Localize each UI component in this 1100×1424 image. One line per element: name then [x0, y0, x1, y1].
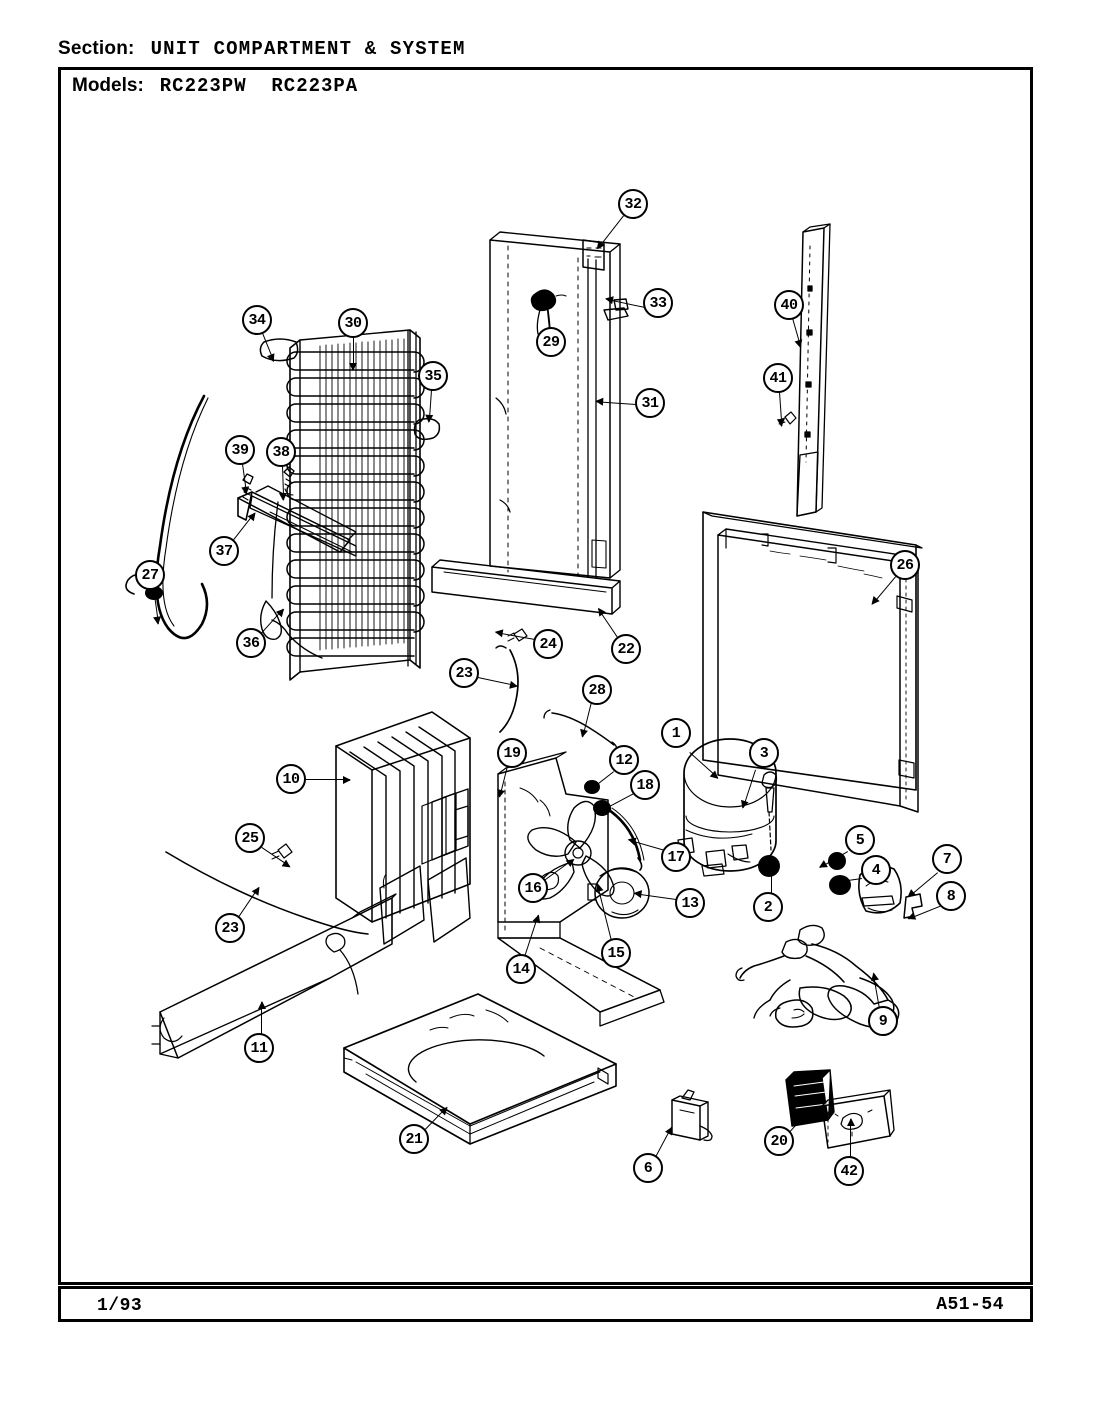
callout-36[interactable]: 36 — [236, 628, 266, 658]
part-terminal-5 — [828, 852, 846, 870]
callout-7[interactable]: 7 — [932, 844, 962, 874]
callout-22[interactable]: 22 — [611, 634, 641, 664]
callout-2[interactable]: 2 — [753, 892, 783, 922]
part-back-panel-26 — [702, 511, 923, 813]
models-label: Models: — [72, 75, 144, 96]
callout-15[interactable]: 15 — [601, 938, 631, 968]
callout-3[interactable]: 3 — [749, 738, 779, 768]
callout-27[interactable]: 27 — [135, 560, 165, 590]
part-lower-rail-11 — [151, 893, 397, 1059]
callout-21[interactable]: 21 — [399, 1124, 429, 1154]
callout-20[interactable]: 20 — [764, 1126, 794, 1156]
callout-14[interactable]: 14 — [506, 954, 536, 984]
callout-40[interactable]: 40 — [774, 290, 804, 320]
part-insulation-20 — [785, 1069, 835, 1127]
callout-11[interactable]: 11 — [244, 1033, 274, 1063]
callout-29[interactable]: 29 — [536, 327, 566, 357]
callout-17[interactable]: 17 — [661, 842, 691, 872]
callout-24[interactable]: 24 — [533, 629, 563, 659]
callout-23[interactable]: 23 — [449, 658, 479, 688]
callout-37[interactable]: 37 — [209, 536, 239, 566]
callout-39[interactable]: 39 — [225, 435, 255, 465]
callout-5[interactable]: 5 — [845, 825, 875, 855]
callout-13[interactable]: 13 — [675, 888, 705, 918]
callout-32[interactable]: 32 — [618, 189, 648, 219]
callout-33[interactable]: 33 — [643, 288, 673, 318]
part-clip-35 — [413, 417, 441, 441]
part-side-panel-31 — [489, 231, 621, 579]
part-condenser-coil-10 — [335, 711, 471, 923]
part-clip-8 — [903, 893, 923, 919]
callout-31[interactable]: 31 — [635, 388, 665, 418]
part-stud-33 — [603, 298, 629, 321]
footer-date-code: 1/93 — [97, 1296, 143, 1316]
part-suction-tube-17 — [604, 806, 645, 871]
part-clip-34 — [259, 338, 299, 362]
callout-10[interactable]: 10 — [276, 764, 306, 794]
callout-9[interactable]: 9 — [868, 1006, 898, 1036]
callout-8[interactable]: 8 — [936, 881, 966, 911]
callout-26[interactable]: 26 — [890, 550, 920, 580]
diagram-frame — [58, 67, 1033, 1285]
section-label: Section: — [58, 38, 135, 59]
section-value: UNIT COMPARTMENT & SYSTEM — [150, 38, 466, 60]
models-value: RC223PW RC223PA — [159, 75, 359, 97]
callout-28[interactable]: 28 — [582, 675, 612, 705]
part-panel-shard — [379, 857, 471, 945]
callout-6[interactable]: 6 — [633, 1153, 663, 1183]
callout-leader — [306, 776, 351, 784]
callout-35[interactable]: 35 — [418, 361, 448, 391]
part-base-rail-22 — [431, 559, 621, 615]
callout-41[interactable]: 41 — [763, 363, 793, 393]
footer-page-code: A51-54 — [936, 1295, 1004, 1315]
callout-25[interactable]: 25 — [235, 823, 265, 853]
models-header: Models: RC223PW RC223PA — [72, 72, 1012, 100]
callout-4[interactable]: 4 — [861, 855, 891, 885]
part-fan-shroud-19 — [497, 751, 609, 939]
part-switch-6 — [671, 1089, 713, 1142]
part-cover-plate-42 — [821, 1089, 895, 1149]
callout-leader — [261, 1002, 262, 1036]
callout-leader — [771, 860, 772, 896]
part-drain-pan-21 — [343, 993, 617, 1145]
callout-42[interactable]: 42 — [834, 1156, 864, 1186]
callout-23[interactable]: 23 — [215, 913, 245, 943]
part-tube-23 — [165, 851, 369, 935]
part-drain-tube-27 — [125, 394, 209, 640]
callout-30[interactable]: 30 — [338, 308, 368, 338]
part-screw-38 — [283, 466, 295, 496]
part-capillary-23 — [495, 645, 519, 733]
part-trim-strip-40 — [796, 223, 831, 517]
callout-18[interactable]: 18 — [630, 770, 660, 800]
part-evaporator-coil — [286, 329, 425, 681]
callout-16[interactable]: 16 — [518, 873, 548, 903]
callout-34[interactable]: 34 — [242, 305, 272, 335]
callout-1[interactable]: 1 — [661, 718, 691, 748]
callout-leader — [850, 1119, 851, 1159]
part-fitting-3 — [761, 771, 778, 851]
callout-19[interactable]: 19 — [497, 738, 527, 768]
callout-12[interactable]: 12 — [609, 745, 639, 775]
callout-38[interactable]: 38 — [266, 437, 296, 467]
section-header: Section: UNIT COMPARTMENT & SYSTEM — [58, 34, 1018, 64]
callout-leader — [353, 338, 354, 370]
footer-bar: 1/93 A51-54 — [58, 1286, 1033, 1322]
